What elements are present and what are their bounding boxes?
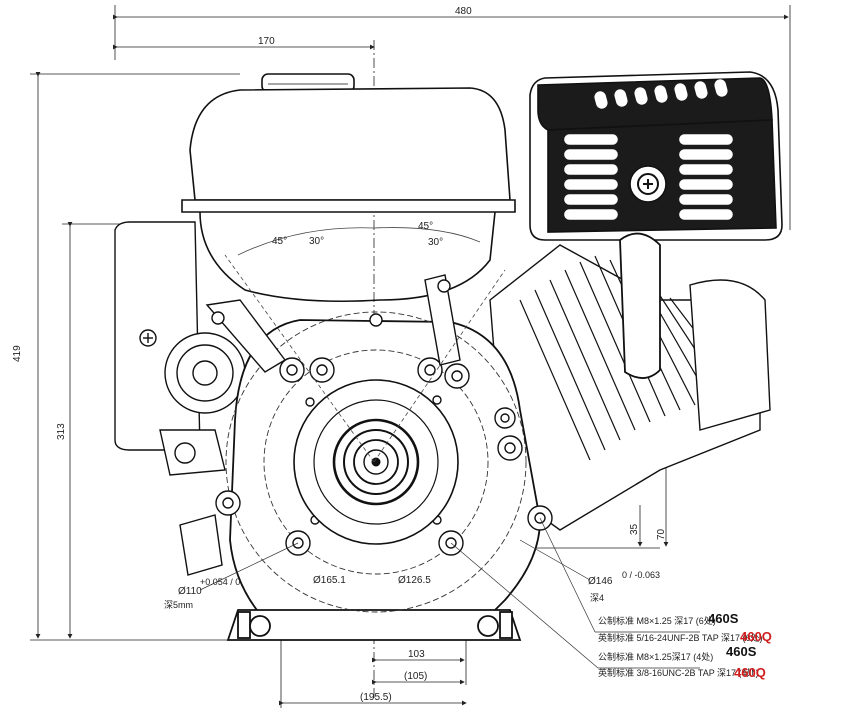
- linkage: [205, 274, 461, 373]
- starter-motor: [114, 221, 246, 576]
- shaft-depth: 深5mm: [164, 600, 193, 610]
- dim-overall-width: 480: [455, 6, 472, 17]
- angle-30-left: 30°: [309, 236, 324, 247]
- thread-note-2: 英制标准 5/16-24UNF-2B TAP 深17 (6处): [598, 632, 763, 643]
- air-cleaner: [529, 71, 783, 241]
- leader-lines: [199, 517, 700, 669]
- angle-30-right: 30°: [428, 237, 443, 248]
- angle-45-right: 45°: [418, 221, 433, 232]
- mounting-bolts: [215, 313, 553, 556]
- bolt-circle-146-note: 深4: [590, 593, 604, 603]
- dim-base-103: 103: [408, 649, 425, 660]
- bolt-circle-165: Ø165.1: [313, 575, 346, 586]
- dim-height-total: 419: [12, 345, 23, 362]
- dim-left-offset: 170: [258, 36, 275, 47]
- dim-base-105: (105): [404, 671, 427, 682]
- thread-note-3: 公制标准 M8×1.25深17 (4处): [598, 651, 713, 662]
- angle-arcs: [224, 227, 506, 463]
- pto-shaft-hub: [293, 379, 459, 545]
- cylinder-fins: [489, 232, 771, 531]
- thread-tag-2: 460Q: [740, 629, 772, 644]
- thread-tag-1: 460S: [708, 611, 739, 626]
- bolt-circle-126: Ø126.5: [398, 575, 431, 586]
- bolt-circle-146-tol: 0 / -0.063: [622, 570, 660, 580]
- angle-45-left: 45°: [272, 236, 287, 247]
- dim-70: 70: [656, 528, 667, 540]
- bolt-circle-146: Ø146: [588, 576, 613, 587]
- shaft-diameter-tol: +0.054 / 0: [200, 577, 240, 587]
- thread-tag-4: 460Q: [734, 665, 766, 680]
- thread-note-1: 公制标准 M8×1.25 深17 (6处): [598, 615, 716, 626]
- dim-35: 35: [629, 523, 640, 535]
- dim-height-shaft: 313: [56, 423, 67, 440]
- bolt-circles: [225, 311, 527, 613]
- dim-base-195: (195.5): [360, 692, 392, 703]
- fuel-tank: [181, 73, 516, 303]
- shaft-diameter: Ø110: [178, 586, 202, 597]
- thread-note-4: 英制标准 3/8-16UNC-2B TAP 深17 (4处): [598, 667, 759, 678]
- thread-tag-3: 460S: [726, 644, 757, 659]
